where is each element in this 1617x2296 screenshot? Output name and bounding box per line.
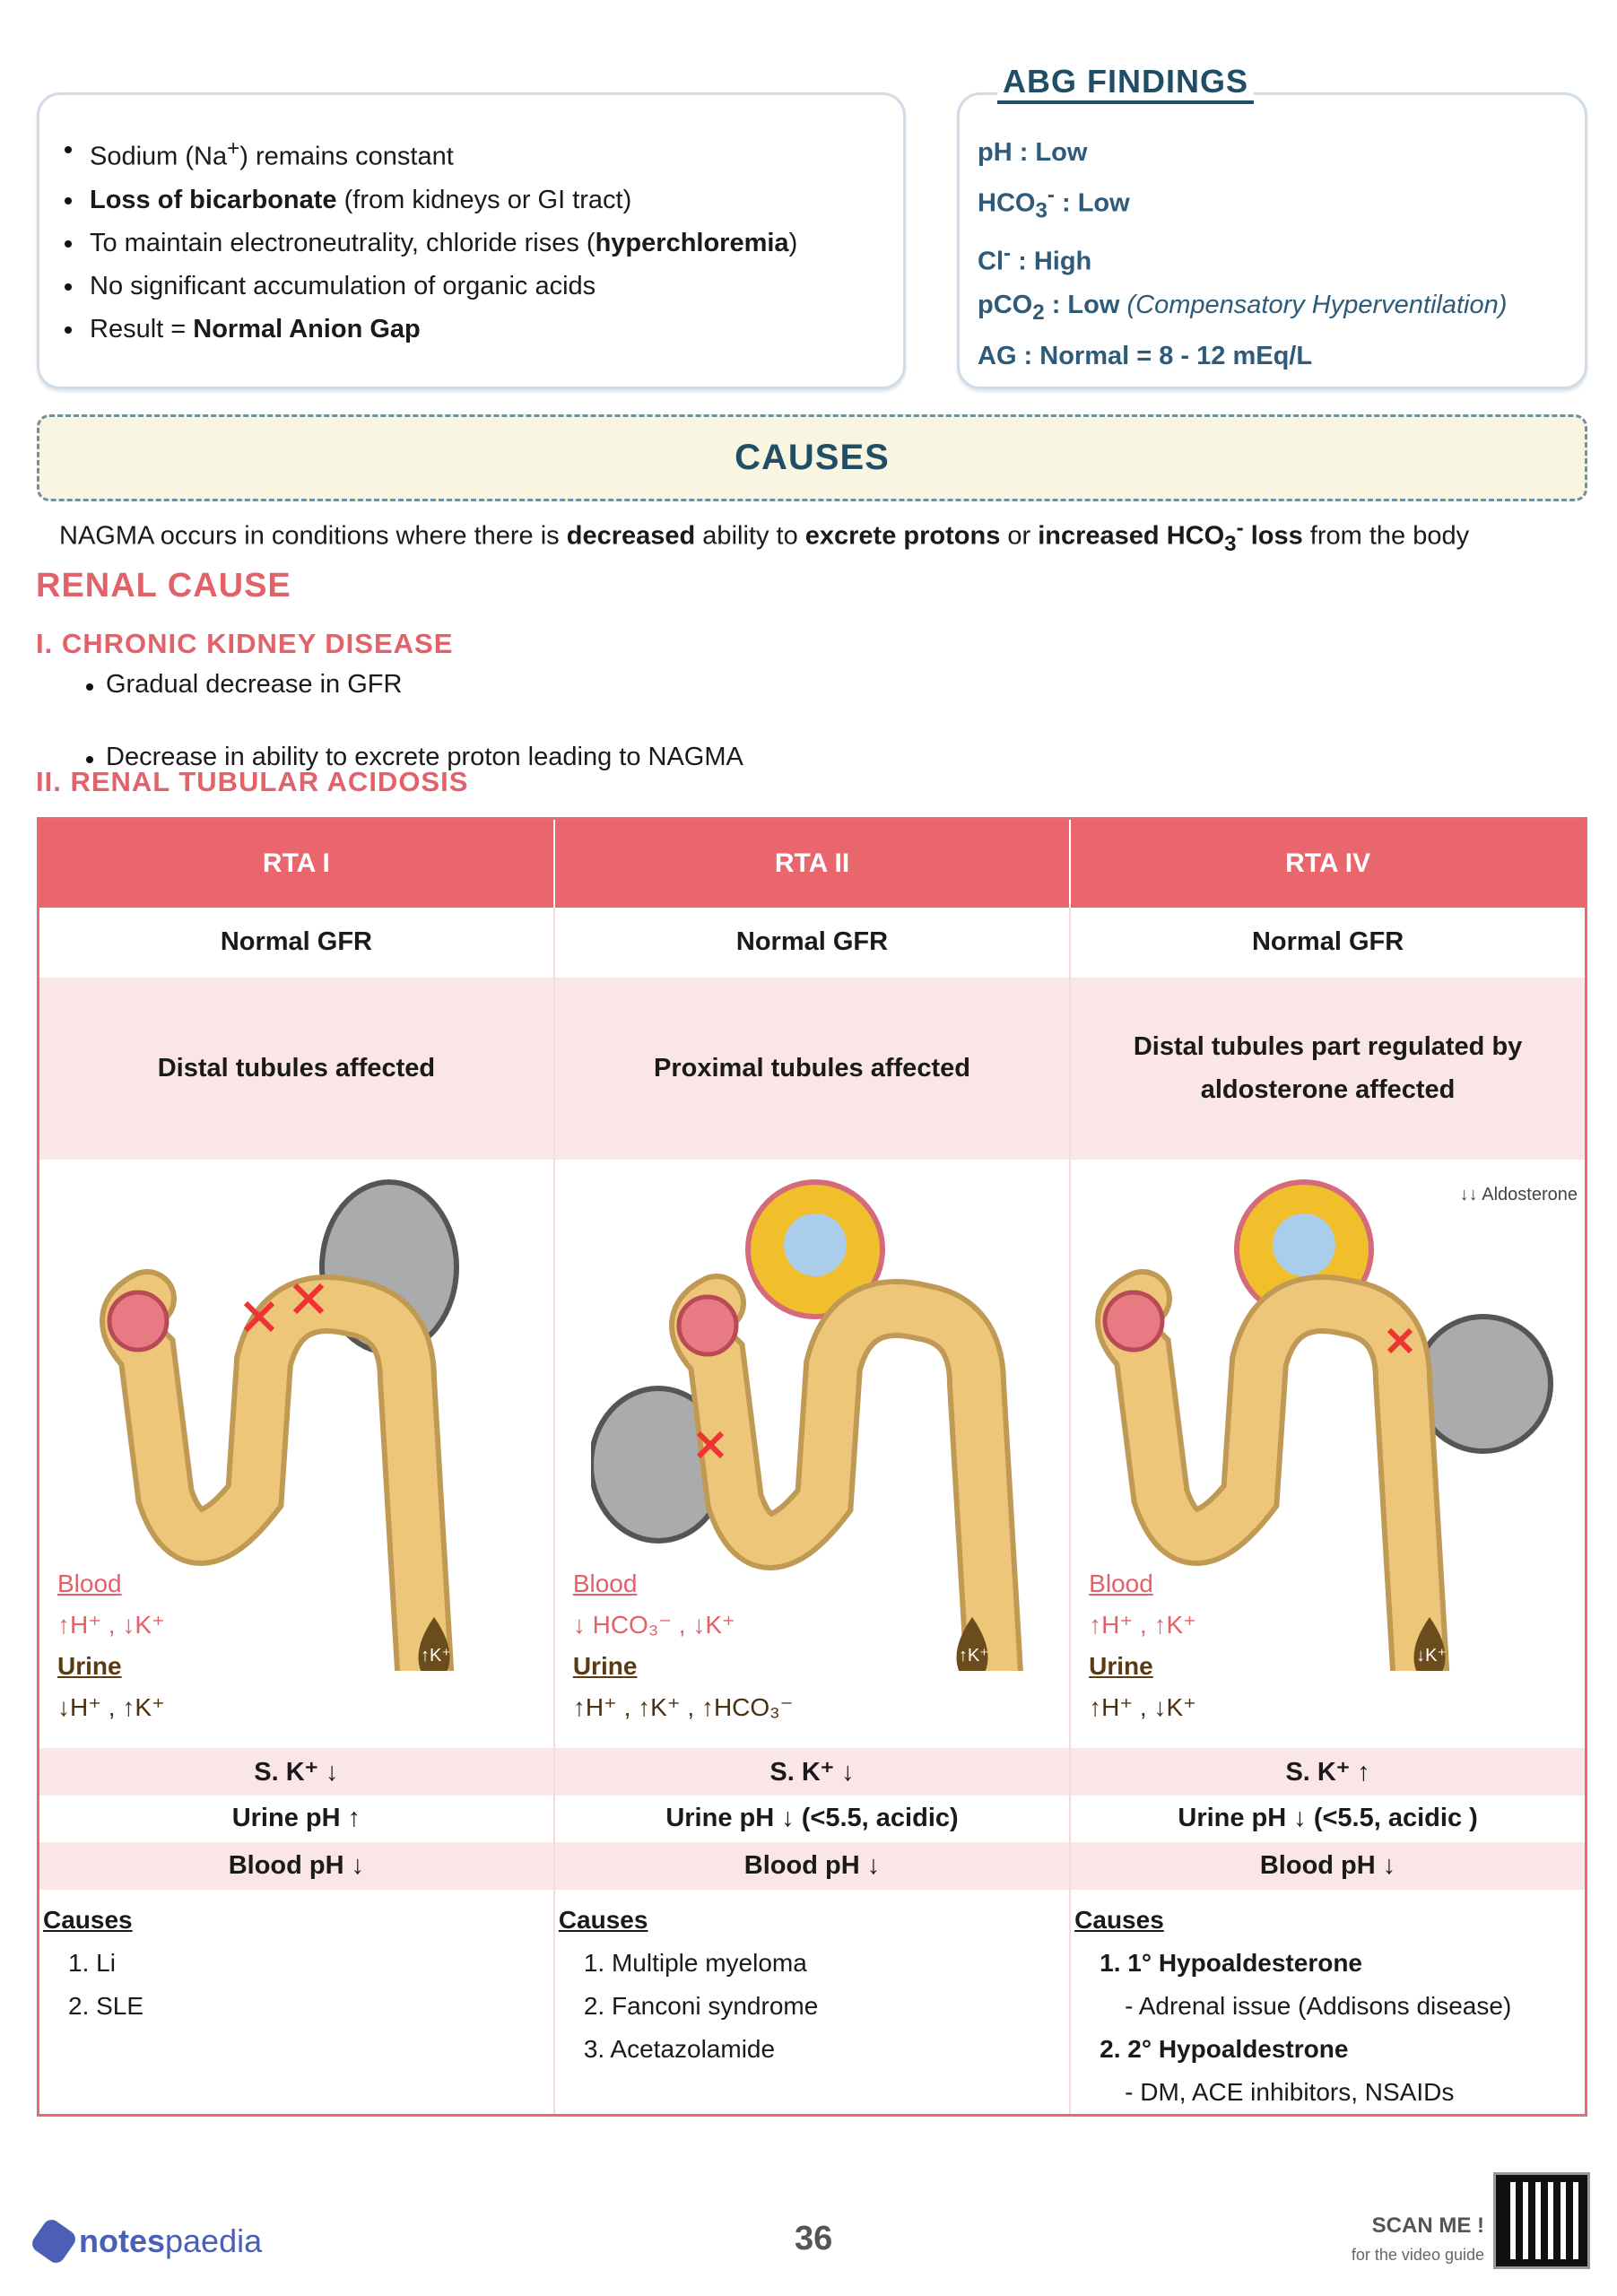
blood-values: ↑H⁺ , ↓K⁺ <box>57 1610 165 1639</box>
serum-k-cell: S. K⁺ ↓ <box>552 1747 1071 1796</box>
site-cell: Proximal tubules affected <box>552 977 1071 1160</box>
rta4-illustration-cell: ↓↓ Aldosterone Blood ↑H⁺ , ↑K⁺ Urine ↑H⁺… <box>1069 1159 1587 1748</box>
blood-label: Blood <box>572 1569 638 1597</box>
abg-hco3: HCO3- : Low <box>978 183 1130 223</box>
abg-title: ABG FINDINGS <box>997 63 1255 104</box>
aldosterone-label: ↓↓ Aldosterone <box>1459 1184 1578 1205</box>
cause-item: 1. Li <box>68 1948 116 1977</box>
abg-cl: Cl- : High <box>978 241 1092 277</box>
urine-values: ↑H⁺ , ↓K⁺ <box>1089 1692 1196 1721</box>
intro-text: NAGMA occurs in conditions where there i… <box>59 516 1470 556</box>
header-rta2: RTA II <box>552 818 1071 908</box>
ckd-bullet: Gradual decrease in GFR <box>36 670 1617 700</box>
ckd-heading: I. CHRONIC KIDNEY DISEASE <box>36 628 454 659</box>
drop-label: ↑K⁺ <box>421 1645 451 1665</box>
abg-box: pH : Low HCO3- : Low Cl- : High pCO2 : L… <box>957 92 1587 389</box>
urine-ph-cell: Urine pH ↓ (<5.5, acidic ) <box>1069 1795 1587 1842</box>
urine-label: Urine <box>57 1651 122 1680</box>
rta2-causes: Causes 1. Multiple myeloma 2. Fanconi sy… <box>552 1889 1071 2115</box>
rta-heading: II. RENAL TUBULAR ACIDOSIS <box>36 766 469 797</box>
blood-values: ↑H⁺ , ↑K⁺ <box>1089 1610 1196 1639</box>
urine-ph-cell: Urine pH ↑ <box>37 1795 554 1842</box>
scan-me: SCAN ME ! for the video guide <box>1351 2213 1484 2264</box>
cause-item: 2. 2° Hypoaldestrone <box>1100 2034 1349 2063</box>
blood-values: ↓ HCO₃⁻ , ↓K⁺ <box>572 1610 735 1639</box>
blood-ph-cell: Blood pH ↓ <box>552 1841 1071 1890</box>
serum-k-cell: S. K⁺ ↑ <box>1069 1747 1587 1796</box>
brand-logo: notespaedia <box>29 2216 262 2266</box>
blood-label: Blood <box>1089 1569 1153 1597</box>
page-number: 36 <box>795 2220 833 2257</box>
cause-item: 2. SLE <box>68 1991 144 2020</box>
abg-ag: AG : Normal = 8 - 12 mEq/L <box>978 341 1313 370</box>
cause-item: - Adrenal issue (Addisons disease) <box>1125 1991 1512 2020</box>
rta2-illustration-cell: Blood ↓ HCO₃⁻ , ↓K⁺ Urine ↑H⁺ , ↑K⁺ , ↑H… <box>552 1159 1071 1748</box>
site-cell: Distal tubules affected <box>37 977 554 1160</box>
summary-item: To maintain electroneutrality, chloride … <box>65 222 903 265</box>
blood-label: Blood <box>57 1569 122 1597</box>
cause-item: - DM, ACE inhibitors, NSAIDs <box>1125 2077 1455 2106</box>
gfr-cell: Normal GFR <box>552 907 1071 978</box>
site-cell: Distal tubules part regulated by aldoste… <box>1069 977 1587 1160</box>
urine-label: Urine <box>1089 1651 1153 1680</box>
gfr-cell: Normal GFR <box>1069 907 1587 978</box>
causes-label: Causes <box>1074 1905 1164 1934</box>
rta1-illustration-cell: Blood ↑H⁺ , ↓K⁺ Urine ↓H⁺ , ↑K⁺ ↑K⁺ <box>37 1159 554 1748</box>
tubule-illustration <box>1095 1178 1554 1671</box>
renal-cause-heading: RENAL CAUSE <box>36 567 291 604</box>
qr-code[interactable] <box>1493 2172 1590 2269</box>
cause-item: 1. 1° Hypoaldesterone <box>1100 1948 1363 1977</box>
causes-label: Causes <box>43 1905 133 1934</box>
rta-table: RTA I RTA II RTA IV Normal GFR Normal GF… <box>37 817 1587 2117</box>
causes-banner: CAUSES <box>37 414 1587 501</box>
summary-box: Sodium (Na+) remains constant Loss of bi… <box>37 92 906 389</box>
rta1-causes: Causes 1. Li 2. SLE <box>37 1889 554 2115</box>
summary-item: Sodium (Na+) remains constant <box>65 127 903 178</box>
abg-ph: pH : Low <box>978 138 1088 167</box>
gfr-cell: Normal GFR <box>37 907 554 978</box>
summary-item: No significant accumulation of organic a… <box>65 265 903 308</box>
ckd-bullet: Decrease in ability to excrete proton le… <box>36 743 1617 772</box>
drop-label: ↑K⁺ <box>958 1645 989 1665</box>
logo-icon <box>29 2216 79 2266</box>
header-rta1: RTA I <box>37 818 554 908</box>
tubule-illustration <box>100 1178 459 1671</box>
causes-label: Causes <box>558 1905 648 1934</box>
urine-ph-cell: Urine pH ↓ (<5.5, acidic) <box>552 1795 1071 1842</box>
cause-item: 3. Acetazolamide <box>583 2034 776 2063</box>
urine-label: Urine <box>572 1651 638 1680</box>
tubule-illustration <box>590 1178 1023 1671</box>
urine-values: ↓H⁺ , ↑K⁺ <box>57 1692 165 1721</box>
serum-k-cell: S. K⁺ ↓ <box>37 1747 554 1796</box>
rta4-causes: Causes 1. 1° Hypoaldesterone - Adrenal i… <box>1069 1889 1587 2115</box>
cause-item: 2. Fanconi syndrome <box>583 1991 819 2020</box>
drop-label: ↓K⁺ <box>1416 1645 1447 1665</box>
cause-item: 1. Multiple myeloma <box>583 1948 807 1977</box>
header-rta4: RTA IV <box>1069 818 1587 908</box>
summary-item: Result = Normal Anion Gap <box>65 308 903 351</box>
summary-item: Loss of bicarbonate (from kidneys or GI … <box>65 178 903 222</box>
blood-ph-cell: Blood pH ↓ <box>37 1841 554 1890</box>
abg-pco2: pCO2 : Low (Compensatory Hyperventilatio… <box>978 291 1508 325</box>
urine-values: ↑H⁺ , ↑K⁺ , ↑HCO₃⁻ <box>572 1692 794 1721</box>
blood-ph-cell: Blood pH ↓ <box>1069 1841 1587 1890</box>
